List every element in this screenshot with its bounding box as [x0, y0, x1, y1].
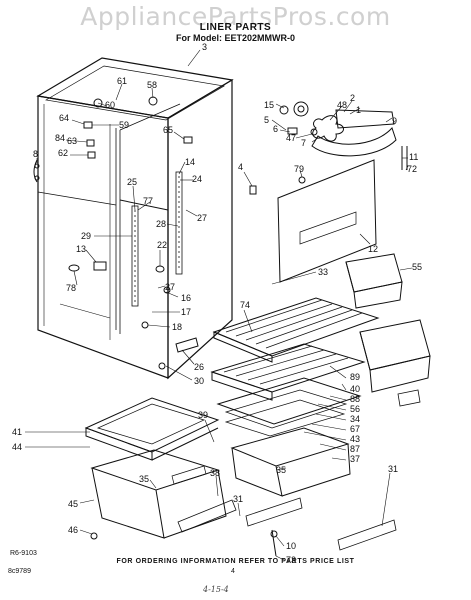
callout-33: 33 [318, 267, 328, 277]
callout-78: 78 [66, 283, 76, 293]
diagram-title: LINER PARTS [199, 22, 272, 33]
callout-72: 72 [407, 164, 417, 174]
callout-59: 59 [119, 120, 129, 130]
handwritten-note: 4-15-4 [203, 585, 229, 594]
callout-39: 39 [198, 410, 208, 420]
wire-shelf-upper [158, 297, 380, 370]
callout-61: 61 [117, 76, 127, 86]
page-number: 4 [231, 568, 235, 575]
callout-60: 60 [105, 100, 115, 110]
callout-29: 29 [81, 231, 91, 241]
callout-34: 34 [350, 414, 360, 424]
callout-28: 28 [156, 219, 166, 229]
callout-58: 58 [147, 80, 157, 90]
document-number: 8c9789 [8, 568, 31, 575]
callout-37: 37 [350, 454, 360, 464]
callout-40: 40 [350, 384, 360, 394]
callout-73: 73 [286, 555, 296, 565]
callout-1: 1 [356, 105, 361, 115]
watermark: AppliancePartsPros.com [80, 2, 391, 31]
callout-44: 44 [12, 442, 22, 452]
callout-47: 47 [286, 133, 296, 143]
callout-35a: 35 [139, 474, 149, 484]
callout-43: 43 [350, 434, 360, 444]
callout-87: 87 [350, 444, 360, 454]
callout-8: 8 [33, 149, 38, 159]
callout-88: 88 [350, 394, 360, 404]
callout-3: 3 [202, 42, 207, 52]
wire-shelf-lower [210, 343, 366, 437]
callout-25: 25 [127, 177, 137, 187]
callout-24: 24 [192, 174, 202, 184]
meat-drawer [359, 319, 431, 407]
callout-13: 13 [76, 244, 86, 254]
callout-30: 30 [194, 376, 204, 386]
callout-7: 7 [301, 138, 306, 148]
callout-67: 67 [350, 424, 360, 434]
callout-17: 17 [181, 307, 191, 317]
callout-22: 22 [157, 240, 167, 250]
ordering-instruction: FOR ORDERING INFORMATION REFER TO PARTS … [116, 558, 355, 565]
callout-38: 38 [210, 468, 220, 478]
callout-27a: 27 [197, 213, 207, 223]
callout-63: 63 [67, 136, 77, 146]
callout-65: 65 [163, 125, 173, 135]
callout-56: 56 [350, 404, 360, 414]
callout-12: 12 [368, 244, 378, 254]
callout-31a: 31 [233, 494, 243, 504]
divider-panel [249, 159, 377, 283]
fan-assembly [279, 101, 408, 170]
callout-64: 64 [59, 113, 69, 123]
figure-code: R6-9103 [10, 550, 37, 557]
leader-lines [25, 49, 413, 561]
callout-16: 16 [181, 293, 191, 303]
callout-45: 45 [68, 499, 78, 509]
crisper-cover [84, 397, 220, 461]
crisper-drawer-left [90, 449, 237, 540]
callout-31b: 31 [388, 464, 398, 474]
callout-10: 10 [286, 541, 296, 551]
callout-9: 9 [392, 116, 397, 126]
callout-89: 89 [350, 372, 360, 382]
callout-84: 84 [55, 133, 65, 143]
callout-26: 26 [194, 362, 204, 372]
callout-41: 41 [12, 427, 22, 437]
callout-6: 6 [273, 124, 278, 134]
model-number: For Model: EET202MMWR-0 [175, 33, 295, 43]
callout-14: 14 [185, 157, 195, 167]
callout-35b: 35 [276, 465, 286, 475]
callout-46: 46 [68, 525, 78, 535]
callout-48: 48 [337, 100, 347, 110]
liner-cabinet [33, 57, 234, 380]
deli-drawer-upper [345, 253, 403, 309]
callout-79: 79 [294, 164, 304, 174]
callout-55: 55 [412, 262, 422, 272]
callout-15: 15 [264, 100, 274, 110]
crisper-drawer-right [230, 427, 397, 557]
callout-74: 74 [240, 300, 250, 310]
callout-labels: 3 61 60 58 64 59 84 63 62 8 65 14 24 25 … [12, 42, 422, 565]
callout-62: 62 [58, 148, 68, 158]
callout-18: 18 [172, 322, 182, 332]
callout-2: 2 [350, 93, 355, 103]
callout-4: 4 [238, 162, 243, 172]
callout-27b: 27 [165, 282, 175, 292]
callout-5: 5 [264, 115, 269, 125]
callout-77: 77 [143, 196, 153, 206]
callout-11: 11 [409, 152, 418, 162]
